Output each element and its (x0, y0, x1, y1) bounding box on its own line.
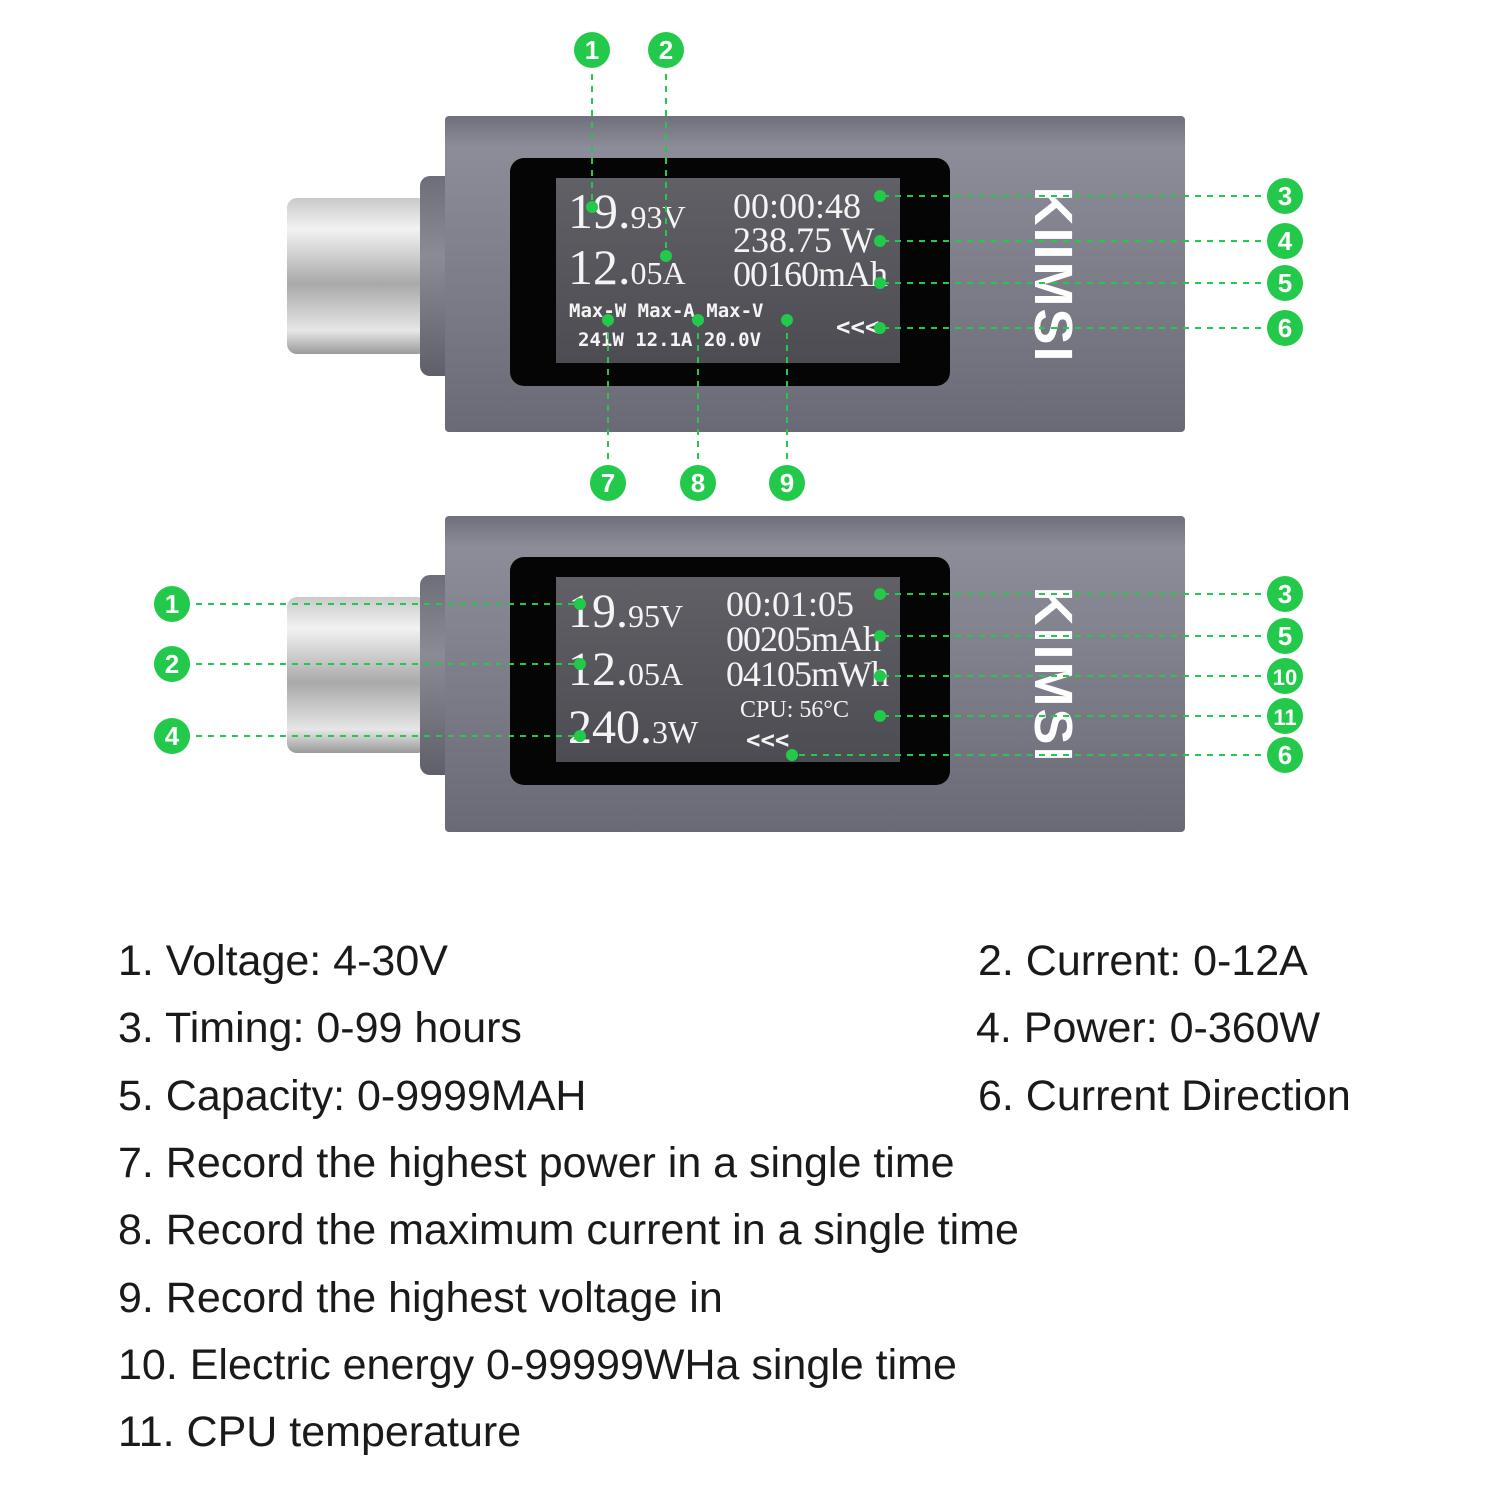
callout-number: 2 (659, 35, 673, 65)
callout-number: 1 (585, 35, 599, 65)
top-callout-badge-8: 8 (680, 465, 716, 501)
capacity-readout: 00205mAh (726, 619, 881, 659)
legend-item-9: 9. Record the highest voltage in (118, 1274, 723, 1322)
callout-number: 1 (165, 589, 179, 619)
legend-item-2: 2. Current: 0-12A (978, 937, 1308, 985)
usb-c-plug (287, 198, 427, 354)
legend-item-10: 10. Electric energy 0-99999WHa single ti… (118, 1341, 957, 1389)
power-int: 240. (568, 701, 652, 754)
max-values: 241W 12.1A 20.0V (578, 329, 762, 351)
top-callout-anchor-dot (692, 314, 704, 326)
legend-item-3: 3. Timing: 0-99 hours (118, 1004, 522, 1052)
callout-number: 6 (1278, 313, 1292, 343)
top-callout-anchor-dot (781, 314, 793, 326)
timer-readout: 00:01:05 (726, 584, 855, 624)
callout-number: 4 (1278, 226, 1293, 256)
top-callout-anchor-dot (874, 235, 886, 247)
bottom-callout-badge-6: 6 (1267, 737, 1303, 773)
top-callout-badge-2: 2 (648, 32, 684, 68)
current-unit: A (662, 255, 686, 291)
voltage-readout: 19.95V (568, 588, 683, 636)
cpu-temp-readout: CPU: 56°C (740, 697, 849, 723)
callout-number: 5 (1278, 621, 1292, 651)
top-callout-badge-3: 3 (1267, 178, 1303, 214)
callout-number: 11 (1273, 705, 1296, 730)
voltage-int: 19. (568, 585, 628, 638)
bottom-callout-anchor-dot (574, 730, 586, 742)
voltage-int: 19. (568, 183, 631, 239)
callout-number: 9 (780, 468, 794, 498)
current-int: 12. (568, 239, 631, 295)
current-readout: 12.05A (568, 242, 686, 292)
capacity-readout: 00160mAh (733, 254, 888, 294)
power-dec: 3 (652, 714, 668, 750)
callout-number: 6 (1278, 740, 1292, 770)
voltage-unit: V (660, 598, 684, 634)
legend-item-11: 11. CPU temperature (118, 1408, 522, 1456)
callout-number: 3 (1278, 579, 1292, 609)
bottom-callout-anchor-dot (874, 670, 886, 682)
bottom-callout-anchor-dot (574, 598, 586, 610)
top-callout-anchor-dot (874, 322, 886, 334)
callout-number: 10 (1273, 665, 1297, 690)
bottom-callout-anchor-dot (874, 630, 886, 642)
top-callout-anchor-dot (874, 277, 886, 289)
callout-number: 5 (1278, 268, 1292, 298)
current-unit: A (660, 656, 684, 692)
callout-number: 4 (165, 721, 180, 751)
bottom-callout-badge-5: 5 (1267, 618, 1303, 654)
legend-item-7: 7. Record the highest power in a single … (118, 1139, 955, 1187)
voltage-readout: 19.93V (568, 186, 686, 236)
bottom-callout-badge-1: 1 (154, 586, 190, 622)
callout-number: 2 (165, 649, 179, 679)
top-callout-badge-4: 4 (1267, 223, 1303, 259)
energy-readout: 04105mWh (726, 654, 889, 694)
top-callout-anchor-dot (602, 314, 614, 326)
bottom-callout-anchor-dot (574, 658, 586, 670)
top-callout-badge-9: 9 (769, 465, 805, 501)
voltage-dec: 95 (628, 598, 660, 634)
top-callout-badge-6: 6 (1267, 310, 1303, 346)
direction-arrows: <<< (836, 313, 880, 341)
top-callout-badge-1: 1 (574, 32, 610, 68)
callout-number: 8 (691, 468, 705, 498)
voltage-dec: 93 (630, 199, 663, 235)
bottom-callout-badge-4: 4 (154, 718, 190, 754)
max-headers: Max-W Max-A Max-V (569, 300, 764, 322)
top-callout-badge-5: 5 (1267, 265, 1303, 301)
callout-number: 7 (601, 468, 615, 498)
top-callout-anchor-dot (660, 250, 672, 262)
legend-item-8: 8. Record the maximum current in a singl… (118, 1206, 1019, 1254)
current-dec: 05 (630, 255, 663, 291)
current-dec: 05 (628, 656, 660, 692)
direction-arrows: <<< (746, 726, 790, 754)
bottom-callout-badge-11: 11 (1267, 698, 1303, 734)
power-unit: W (668, 714, 699, 750)
top-callout-anchor-dot (874, 190, 886, 202)
legend-item-5: 5. Capacity: 0-9999MAH (118, 1072, 587, 1120)
top-callout-anchor-dot (586, 201, 598, 213)
timer-readout: 00:00:48 (733, 186, 862, 226)
lcd-screen (556, 577, 900, 762)
legend-item-4: 4. Power: 0-360W (976, 1004, 1321, 1052)
legend-item-6: 6. Current Direction (978, 1072, 1351, 1120)
callout-number: 3 (1278, 181, 1292, 211)
bottom-callout-anchor-dot (786, 749, 798, 761)
bottom-callout-anchor-dot (874, 710, 886, 722)
power-readout: 238.75 W (733, 220, 875, 260)
lcd-screen (556, 178, 900, 363)
bottom-callout-badge-10: 10 (1267, 658, 1303, 694)
usb-c-plug (287, 597, 427, 753)
top-callout-badge-7: 7 (590, 465, 626, 501)
power-readout: 240.3W (568, 704, 698, 752)
bottom-callout-anchor-dot (874, 588, 886, 600)
bottom-callout-badge-3: 3 (1267, 576, 1303, 612)
voltage-unit: V (662, 199, 686, 235)
legend-item-1: 1. Voltage: 4-30V (118, 937, 448, 985)
bottom-callout-badge-2: 2 (154, 646, 190, 682)
